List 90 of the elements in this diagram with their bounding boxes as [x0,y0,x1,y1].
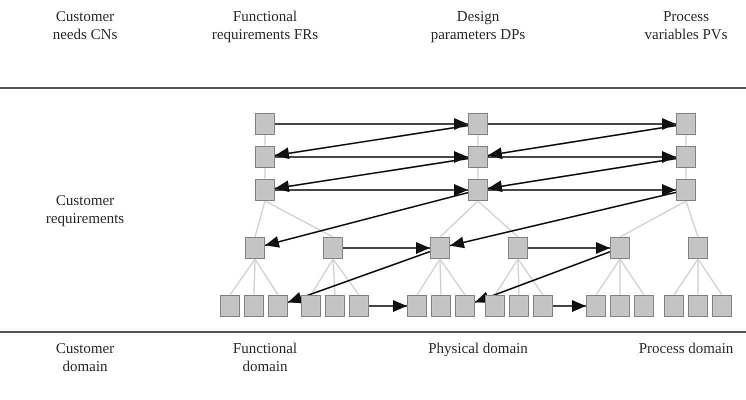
tree-line [477,135,479,146]
domain-label: Functional domain [232,340,298,376]
arrow [274,124,468,160]
domain-label: Process domain [638,340,734,358]
square-node [533,295,553,317]
tree-line [685,200,699,238]
tree-line [517,258,520,296]
square-node [712,295,732,317]
arrow [343,242,430,254]
tree-line [264,135,266,146]
tree-line [310,258,334,296]
tree-line [477,168,479,179]
tree-line [619,259,621,295]
square-node [664,295,684,317]
square-node [485,295,505,317]
tree-line [254,200,266,238]
tree-line [253,258,256,296]
arrow [275,151,468,163]
tree-line [697,258,723,296]
arrow [275,184,468,196]
arrow [488,151,676,163]
square-node [325,295,345,317]
column-header: Process variables PVs [644,8,728,44]
column-header: Functional requirements FRs [210,8,320,44]
square-node [431,295,451,317]
arrow [553,300,586,312]
square-node [508,237,528,259]
square-node [301,295,321,317]
tree-line [440,200,478,238]
square-node [509,295,529,317]
arrow [264,192,468,248]
square-node [407,295,427,317]
square-node [468,179,488,201]
tree-line [229,258,256,296]
tree-line [478,200,518,238]
square-node [220,295,240,317]
tree-line [697,259,699,295]
square-node [468,113,488,135]
tree-line [673,258,699,296]
square-node [634,295,654,317]
square-node [610,237,630,259]
tree-line [517,258,544,296]
arrow [488,184,676,196]
tree-line [439,258,466,296]
arrow [488,124,676,160]
arrow [274,158,468,192]
square-node [586,295,606,317]
square-node [455,295,475,317]
square-node [244,295,264,317]
square-node [468,146,488,168]
square-node [676,113,696,135]
row-label: Customer requirements [44,192,126,228]
tree-line [595,258,621,296]
arrow [369,300,407,312]
square-node [245,237,265,259]
square-node [688,295,708,317]
domain-label: Customer domain [54,340,116,376]
square-node [676,146,696,168]
arrow [275,118,468,130]
square-node [323,237,343,259]
square-node [676,179,696,201]
tree-line [619,258,645,296]
square-node [268,295,288,317]
column-header: Design parameters DPs [430,8,526,44]
tree-line [254,258,279,296]
square-node [688,237,708,259]
arrow [488,158,676,192]
domain-label: Physical domain [428,340,528,358]
square-node [255,179,275,201]
square-node [610,295,630,317]
arrow [474,251,610,303]
square-node [255,113,275,135]
arrow [528,242,610,254]
tree-line [332,258,360,296]
tree-line [439,258,442,296]
tree-line [620,200,686,238]
tree-line [264,168,266,179]
square-node [430,237,450,259]
arrow [488,118,676,130]
arrow [288,250,430,304]
tree-line [685,168,687,179]
arrow [450,192,676,248]
tree-line [264,200,334,238]
tree-line [685,135,687,146]
tree-line [416,258,441,296]
square-node [349,295,369,317]
square-node [255,146,275,168]
column-header: Customer needs CNs [52,8,118,44]
tree-line [494,258,519,296]
tree-line [332,258,336,296]
